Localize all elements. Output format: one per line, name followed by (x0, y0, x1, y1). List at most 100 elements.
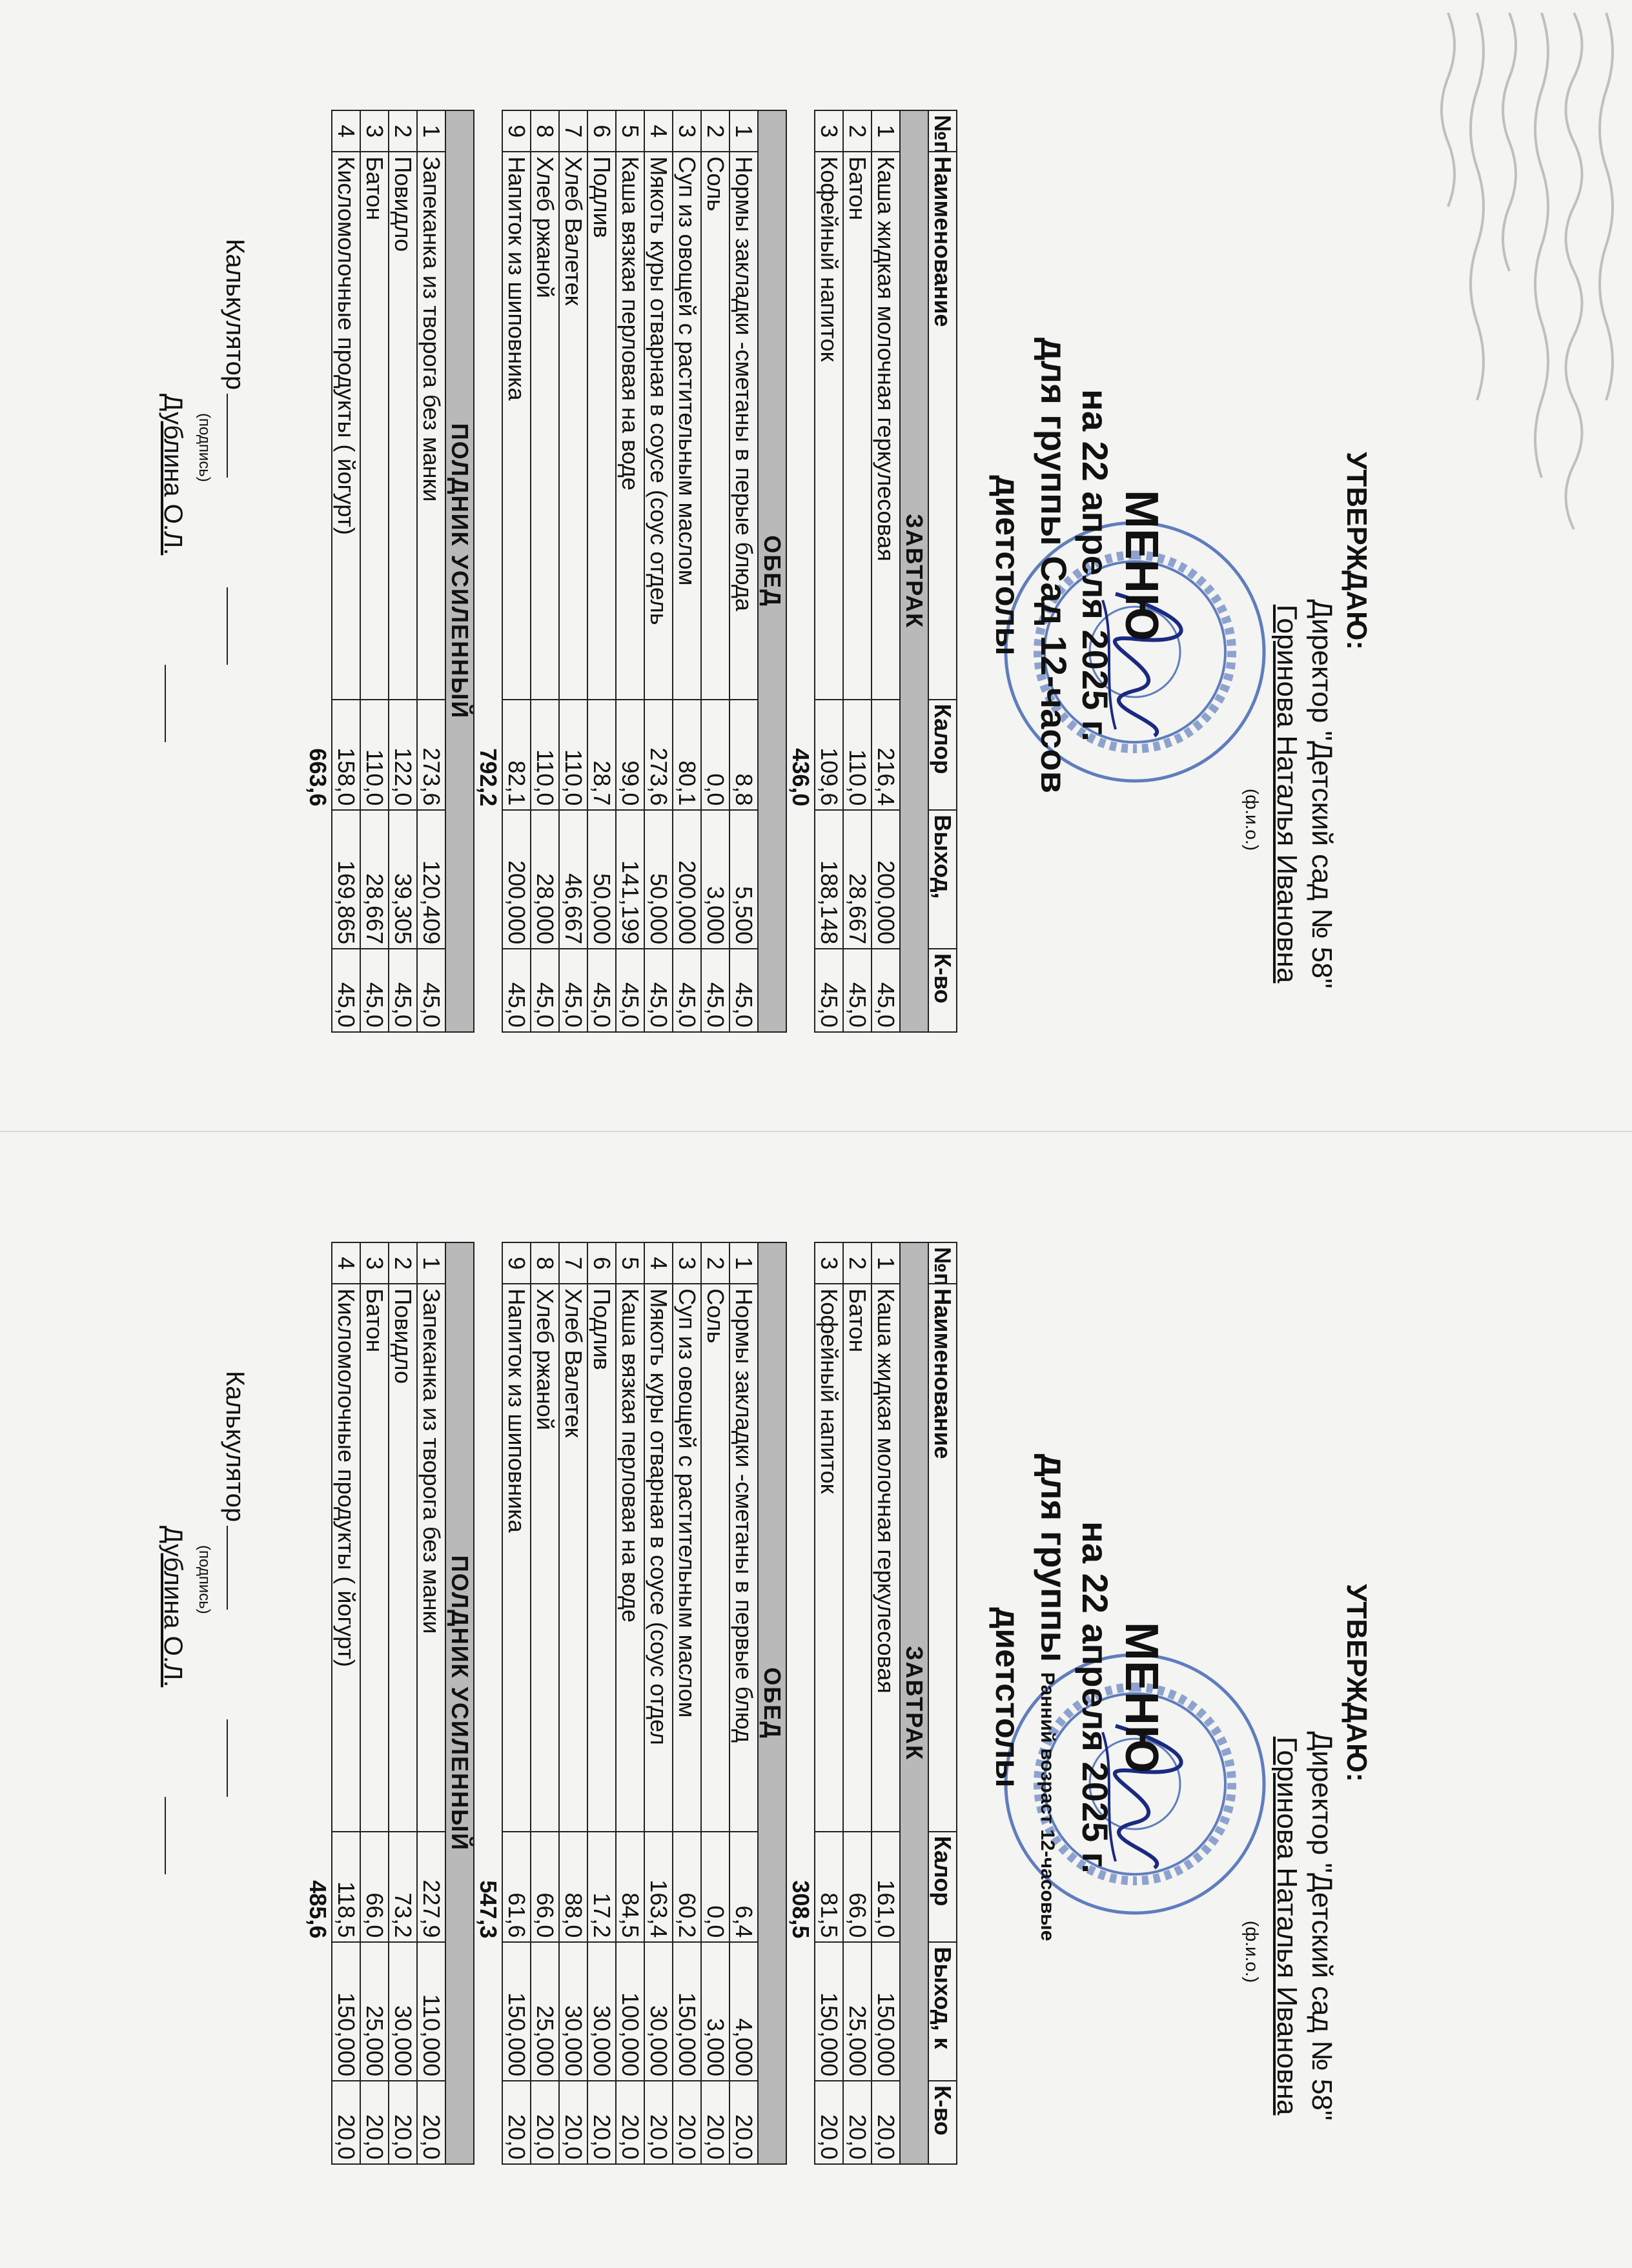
calories: 110,0 (360, 699, 389, 811)
portion: 3,000 (701, 810, 729, 949)
quantity: 45,0 (701, 949, 729, 1032)
dish-name: Хлеб ржаной (531, 1284, 559, 1832)
calories: 66,0 (360, 1831, 389, 1943)
column-header: №п (928, 1242, 957, 1284)
calories: 110,0 (843, 699, 872, 811)
director-title: Директор "Детский сад № 58" (1306, 599, 1338, 989)
dish-name: Хлеб ржаной (531, 152, 559, 700)
quantity: 45,0 (843, 949, 872, 1032)
quantity: 20,0 (729, 2081, 758, 2164)
dish-name: Хлеб Валетек (559, 152, 587, 700)
dish-name: Каша вязкая перловая на воде (616, 1284, 644, 1832)
row-number: 3 (815, 1242, 843, 1284)
row-number: 2 (843, 1242, 872, 1284)
quantity: 20,0 (417, 2081, 445, 2164)
menu-title-block: МЕНЮ на 22 апреля 2025 г. для группы Сад… (988, 0, 1167, 1131)
menu-title-block: МЕНЮ на 22 апреля 2025 г. для группы Ран… (988, 1132, 1167, 2263)
section-row: ОБЕД (758, 1242, 786, 2164)
row-number: 2 (389, 110, 417, 152)
calories: 0,0 (701, 699, 729, 811)
calories: 84,5 (616, 1831, 644, 1943)
total-spacer (786, 810, 815, 1032)
director-name: Горинова Наталья Ивановна (1271, 1736, 1303, 2116)
portion: 3,000 (701, 1942, 729, 2081)
portion: 30,000 (587, 1942, 616, 2081)
calories: 109,6 (815, 699, 843, 811)
section-title: ОБЕД (758, 1242, 786, 2164)
portion: 25,000 (531, 1942, 559, 2081)
approve-title: УТВЕРЖДАЮ: (1341, 452, 1372, 651)
portion: 50,000 (644, 810, 673, 949)
signature-caption: (подпись) (196, 1545, 213, 1614)
quantity: 45,0 (815, 949, 843, 1032)
row-number: 9 (502, 1242, 531, 1284)
row-number: 1 (872, 1242, 900, 1284)
calories: 73,2 (389, 1831, 417, 1943)
menu-diet: диетстолы (988, 475, 1026, 656)
handwritten-notes (1438, 0, 1632, 1131)
row-number: 4 (644, 110, 673, 152)
dish-name: Соль (701, 1284, 729, 1832)
row-number: 2 (701, 110, 729, 152)
dish-name: Суп из овощей с растительным маслом (673, 1284, 701, 1832)
row-number: 6 (587, 110, 616, 152)
calories: 66,0 (843, 1831, 872, 1943)
portion: 5,500 (729, 810, 758, 949)
total-spacer (474, 1942, 502, 2164)
portion: 150,000 (332, 1942, 360, 2081)
dish-name: Каша жидкая молочная геркулесовая (872, 152, 900, 700)
name-line (165, 665, 166, 743)
column-header: Наименование (928, 152, 957, 700)
section-row: ПОЛДНИК УСИЛЕННЫЙ (445, 1242, 474, 2164)
column-header: К-во (928, 949, 957, 1032)
row-number: 2 (389, 1242, 417, 1284)
dish-name: Каша вязкая перловая на воде (616, 152, 644, 700)
section-row: ОБЕД (758, 110, 786, 1032)
portion: 30,000 (644, 1942, 673, 2081)
row-number: 1 (417, 1242, 445, 1284)
row-number: 4 (332, 110, 360, 152)
dish-name: Батон (360, 1284, 389, 1832)
calories: 110,0 (531, 699, 559, 811)
row-number: 2 (843, 110, 872, 152)
section-row: ЗАВТРАК (900, 110, 928, 1032)
dish-name: Мякоть куры отварная в соусе (соус отдел (644, 1284, 673, 1832)
row-number: 6 (587, 1242, 616, 1284)
column-header: К-во (928, 2081, 957, 2164)
dish-name: Кофейный напиток (815, 152, 843, 700)
quantity: 20,0 (673, 2081, 701, 2164)
signature-icon (1101, 1724, 1183, 1870)
column-header: Калор (928, 699, 957, 811)
dish-name: Напиток из шиповника (502, 152, 531, 700)
dish-name: Хлеб Валетек (559, 1284, 587, 1832)
dish-name: Батон (843, 152, 872, 700)
section-title: ОБЕД (758, 110, 786, 1032)
dish-name: Батон (360, 152, 389, 700)
portion: 4,000 (729, 1942, 758, 2081)
quantity: 45,0 (587, 949, 616, 1032)
calculator-name: Дублина О.Л. (159, 394, 187, 556)
quantity: 45,0 (502, 949, 531, 1032)
row-number: 7 (559, 1242, 587, 1284)
menu-group: для группы (1034, 1453, 1074, 1663)
calories: 158,0 (332, 699, 360, 811)
page-fold (0, 1131, 1632, 1132)
signature-line (227, 587, 228, 665)
portion: 188,148 (815, 810, 843, 949)
dish-name: Запеканка из творога без манки (417, 1284, 445, 1832)
